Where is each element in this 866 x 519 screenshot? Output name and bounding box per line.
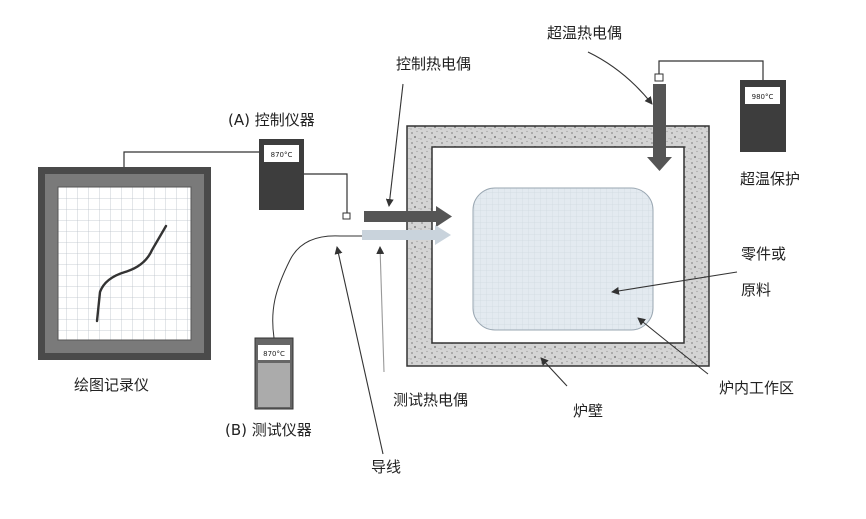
- pointer-overtemp-thermocouple: [587, 51, 653, 105]
- label-work-zone: 炉内工作区: [719, 379, 795, 397]
- label-test-instrument: (B) 测试仪器: [225, 421, 312, 439]
- recorder-trace: [95, 224, 168, 323]
- work-zone: [472, 187, 654, 331]
- label-test-thermocouple: 测试热电偶: [393, 391, 469, 409]
- test-readout: 870°C: [263, 350, 285, 358]
- pointer-control-thermocouple: [385, 83, 404, 207]
- label-lead-wire: 导线: [371, 458, 402, 476]
- label-part-line1: 零件或: [741, 245, 787, 263]
- label-control-thermocouple: 控制热电偶: [396, 55, 472, 73]
- pointer-work-zone: [637, 317, 709, 375]
- pointer-lines: [334, 51, 738, 455]
- lead-wire: [272, 235, 362, 339]
- control-wire: [304, 173, 348, 214]
- overtemp-wire: [658, 60, 764, 80]
- pointer-furnace-wall: [540, 357, 568, 387]
- test-thermocouple: [362, 225, 451, 245]
- chart-recorder: [38, 167, 211, 360]
- pointer-test-thermocouple: [376, 246, 385, 373]
- overtemp-protection-unit: 980°C: [740, 80, 786, 152]
- label-part-line2: 原料: [741, 281, 772, 299]
- overtemp-thermocouple: [647, 73, 672, 171]
- label-overtemp-thermocouple: 超温热电偶: [547, 24, 623, 42]
- pointer-part: [611, 271, 738, 295]
- control-readout: 870°C: [271, 151, 293, 159]
- control-thermocouple: [364, 206, 452, 227]
- label-chart-recorder: 绘图记录仪: [74, 376, 150, 394]
- label-furnace-wall: 炉壁: [573, 402, 604, 420]
- test-instrument: 870°C: [254, 337, 294, 410]
- label-control-instrument: (A) 控制仪器: [228, 111, 315, 129]
- recorder-wire: [123, 151, 259, 167]
- control-instrument: 870°C: [259, 139, 304, 210]
- connector: [342, 212, 351, 220]
- label-overtemp-protection: 超温保护: [740, 170, 801, 188]
- overtemp-readout: 980°C: [752, 93, 774, 101]
- pointer-lead-wire: [334, 246, 384, 455]
